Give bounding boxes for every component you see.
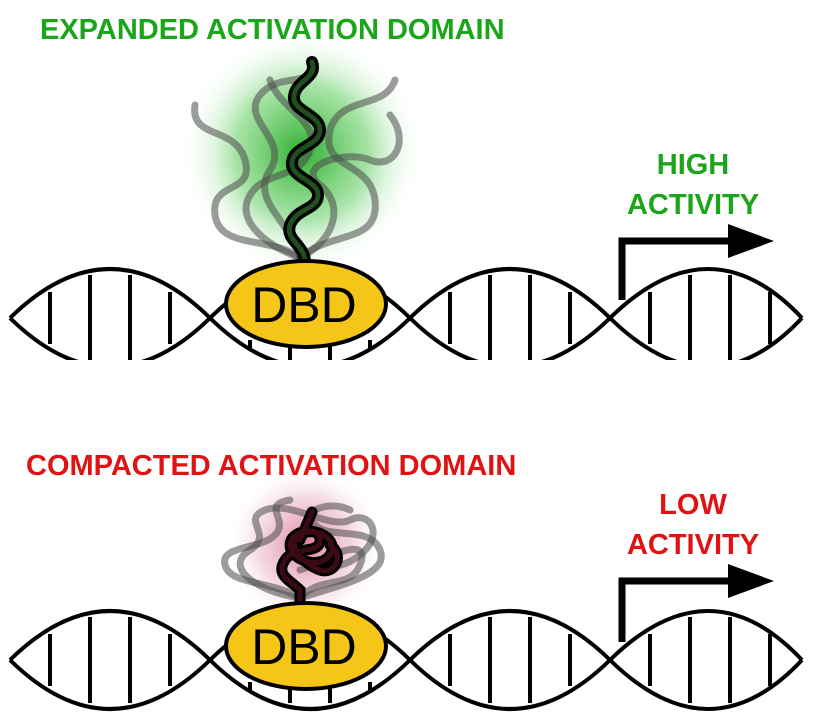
high-activity-line2: ACTIVITY [626, 189, 760, 222]
compacted-title: COMPACTED ACTIVATION DOMAIN [26, 450, 517, 482]
expanded-arrow [618, 224, 774, 300]
compacted-panel: DBD COMPACTED ACTIVATION DOMAIN LOW ACTI… [0, 360, 814, 720]
compacted-dbd-ellipse [224, 601, 388, 691]
low-activity-label: LOW ACTIVITY [618, 485, 768, 565]
compacted-dbd-label: DBD [251, 619, 357, 675]
expanded-diagram: DBD [8, 30, 804, 360]
low-activity-line1: LOW [659, 489, 727, 521]
compacted-chain [276, 506, 343, 628]
expanded-conformations [191, 56, 403, 262]
expanded-dbd-ellipse [224, 259, 388, 349]
expanded-panel: DBD EXPANDED ACTIVATION DOMAIN HIGH ACTI… [8, 14, 804, 360]
compacted-diagram: DBD [8, 465, 804, 711]
low-activity-line2: ACTIVITY [626, 529, 760, 562]
expanded-dna-helix [8, 267, 804, 360]
expanded-dbd-label: DBD [251, 277, 357, 333]
high-activity-line1: HIGH [656, 149, 730, 181]
compacted-dna-helix [8, 609, 804, 711]
expanded-title: EXPANDED ACTIVATION DOMAIN [40, 14, 505, 46]
compacted-arrow [618, 564, 774, 642]
high-activity-label: HIGH ACTIVITY [618, 145, 768, 225]
